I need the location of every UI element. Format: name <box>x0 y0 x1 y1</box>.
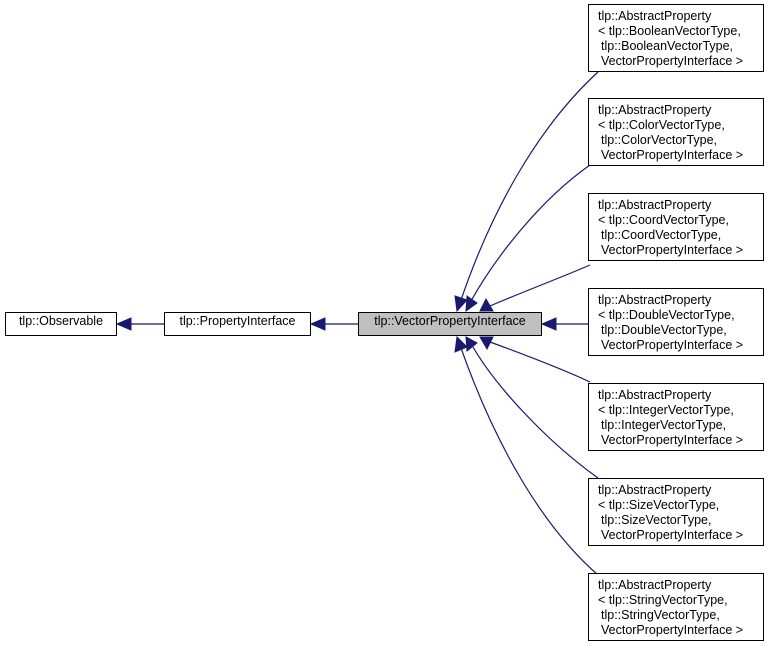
edge-size-to-vector-property-interface <box>472 346 599 479</box>
node-abstract-property-string-vector[interactable]: tlp::AbstractProperty < tlp::StringVecto… <box>588 573 764 641</box>
edge-boolean-to-vector-property-interface <box>460 71 599 301</box>
node-abstract-property-double-vector[interactable]: tlp::AbstractProperty < tlp::DoubleVecto… <box>588 288 764 356</box>
node-line-3: tlp::StringVectorType, <box>601 608 720 622</box>
edge-string-to-vector-property-interface <box>460 347 599 576</box>
node-line-1: tlp::AbstractProperty <box>598 388 712 402</box>
node-line-4: VectorPropertyInterface > <box>601 148 744 162</box>
node-line-4: VectorPropertyInterface > <box>601 623 744 637</box>
node-line-3: tlp::ColorVectorType, <box>601 133 718 147</box>
node-line-1: tlp::AbstractProperty <box>598 9 712 23</box>
node-line-1: tlp::AbstractProperty <box>598 483 712 497</box>
arrowhead-vpi-bottom-3 <box>454 335 468 353</box>
node-line-3: tlp::SizeVectorType, <box>601 513 712 527</box>
node-property-interface[interactable]: tlp::PropertyInterface <box>164 312 311 336</box>
node-line-3: tlp::DoubleVectorType, <box>601 323 727 337</box>
edge-coord-to-vector-property-interface <box>489 264 591 307</box>
arrowhead-vpi-top-1 <box>454 295 468 313</box>
node-line-4: VectorPropertyInterface > <box>601 243 744 257</box>
node-line-3: tlp::BooleanVectorType, <box>601 39 734 53</box>
node-observable[interactable]: tlp::Observable <box>5 312 117 336</box>
node-line-4: VectorPropertyInterface > <box>601 528 744 542</box>
node-line-4: VectorPropertyInterface > <box>601 433 744 447</box>
node-line-2: < tlp::SizeVectorType, <box>598 498 720 512</box>
node-abstract-property-integer-vector[interactable]: tlp::AbstractProperty < tlp::IntegerVect… <box>588 383 764 451</box>
node-line-4: VectorPropertyInterface > <box>601 54 744 68</box>
node-line-3: tlp::IntegerVectorType, <box>601 418 727 432</box>
node-line-1: tlp::AbstractProperty <box>598 103 712 117</box>
node-line-3: tlp::CoordVectorType, <box>601 228 722 242</box>
node-line-1: tlp::AbstractProperty <box>598 293 712 307</box>
node-line-2: < tlp::ColorVectorType, <box>598 118 725 132</box>
node-line-1: tlp::AbstractProperty <box>598 578 712 592</box>
edge-integer-to-vector-property-interface <box>489 341 591 383</box>
node-line-2: < tlp::DoubleVectorType, <box>598 308 735 322</box>
node-abstract-property-color-vector[interactable]: tlp::AbstractProperty < tlp::ColorVector… <box>588 98 764 166</box>
node-line-2: < tlp::IntegerVectorType, <box>598 403 734 417</box>
arrowhead-observable <box>115 317 132 331</box>
node-line-2: < tlp::StringVectorType, <box>598 593 728 607</box>
edge-color-to-vector-property-interface <box>470 164 591 302</box>
arrowhead-vpi-right <box>540 317 557 331</box>
node-vector-property-interface[interactable]: tlp::VectorPropertyInterface <box>358 312 542 336</box>
node-line-2: < tlp::CoordVectorType, <box>598 213 729 227</box>
arrowhead-vpi-top-3 <box>479 297 494 312</box>
node-abstract-property-size-vector[interactable]: tlp::AbstractProperty < tlp::SizeVectorT… <box>588 478 764 546</box>
arrowhead-vpi-top-2 <box>465 295 478 313</box>
node-line-1: tlp::AbstractProperty <box>598 198 712 212</box>
arrowhead-property-interface <box>309 317 326 331</box>
node-abstract-property-coord-vector[interactable]: tlp::AbstractProperty < tlp::CoordVector… <box>588 193 764 261</box>
arrowhead-vpi-bottom-2 <box>465 336 478 352</box>
node-line-4: VectorPropertyInterface > <box>601 338 744 352</box>
node-abstract-property-boolean-vector[interactable]: tlp::AbstractProperty < tlp::BooleanVect… <box>588 4 764 72</box>
node-line-2: < tlp::BooleanVectorType, <box>598 24 741 38</box>
arrowhead-vpi-bottom-1 <box>479 336 494 351</box>
